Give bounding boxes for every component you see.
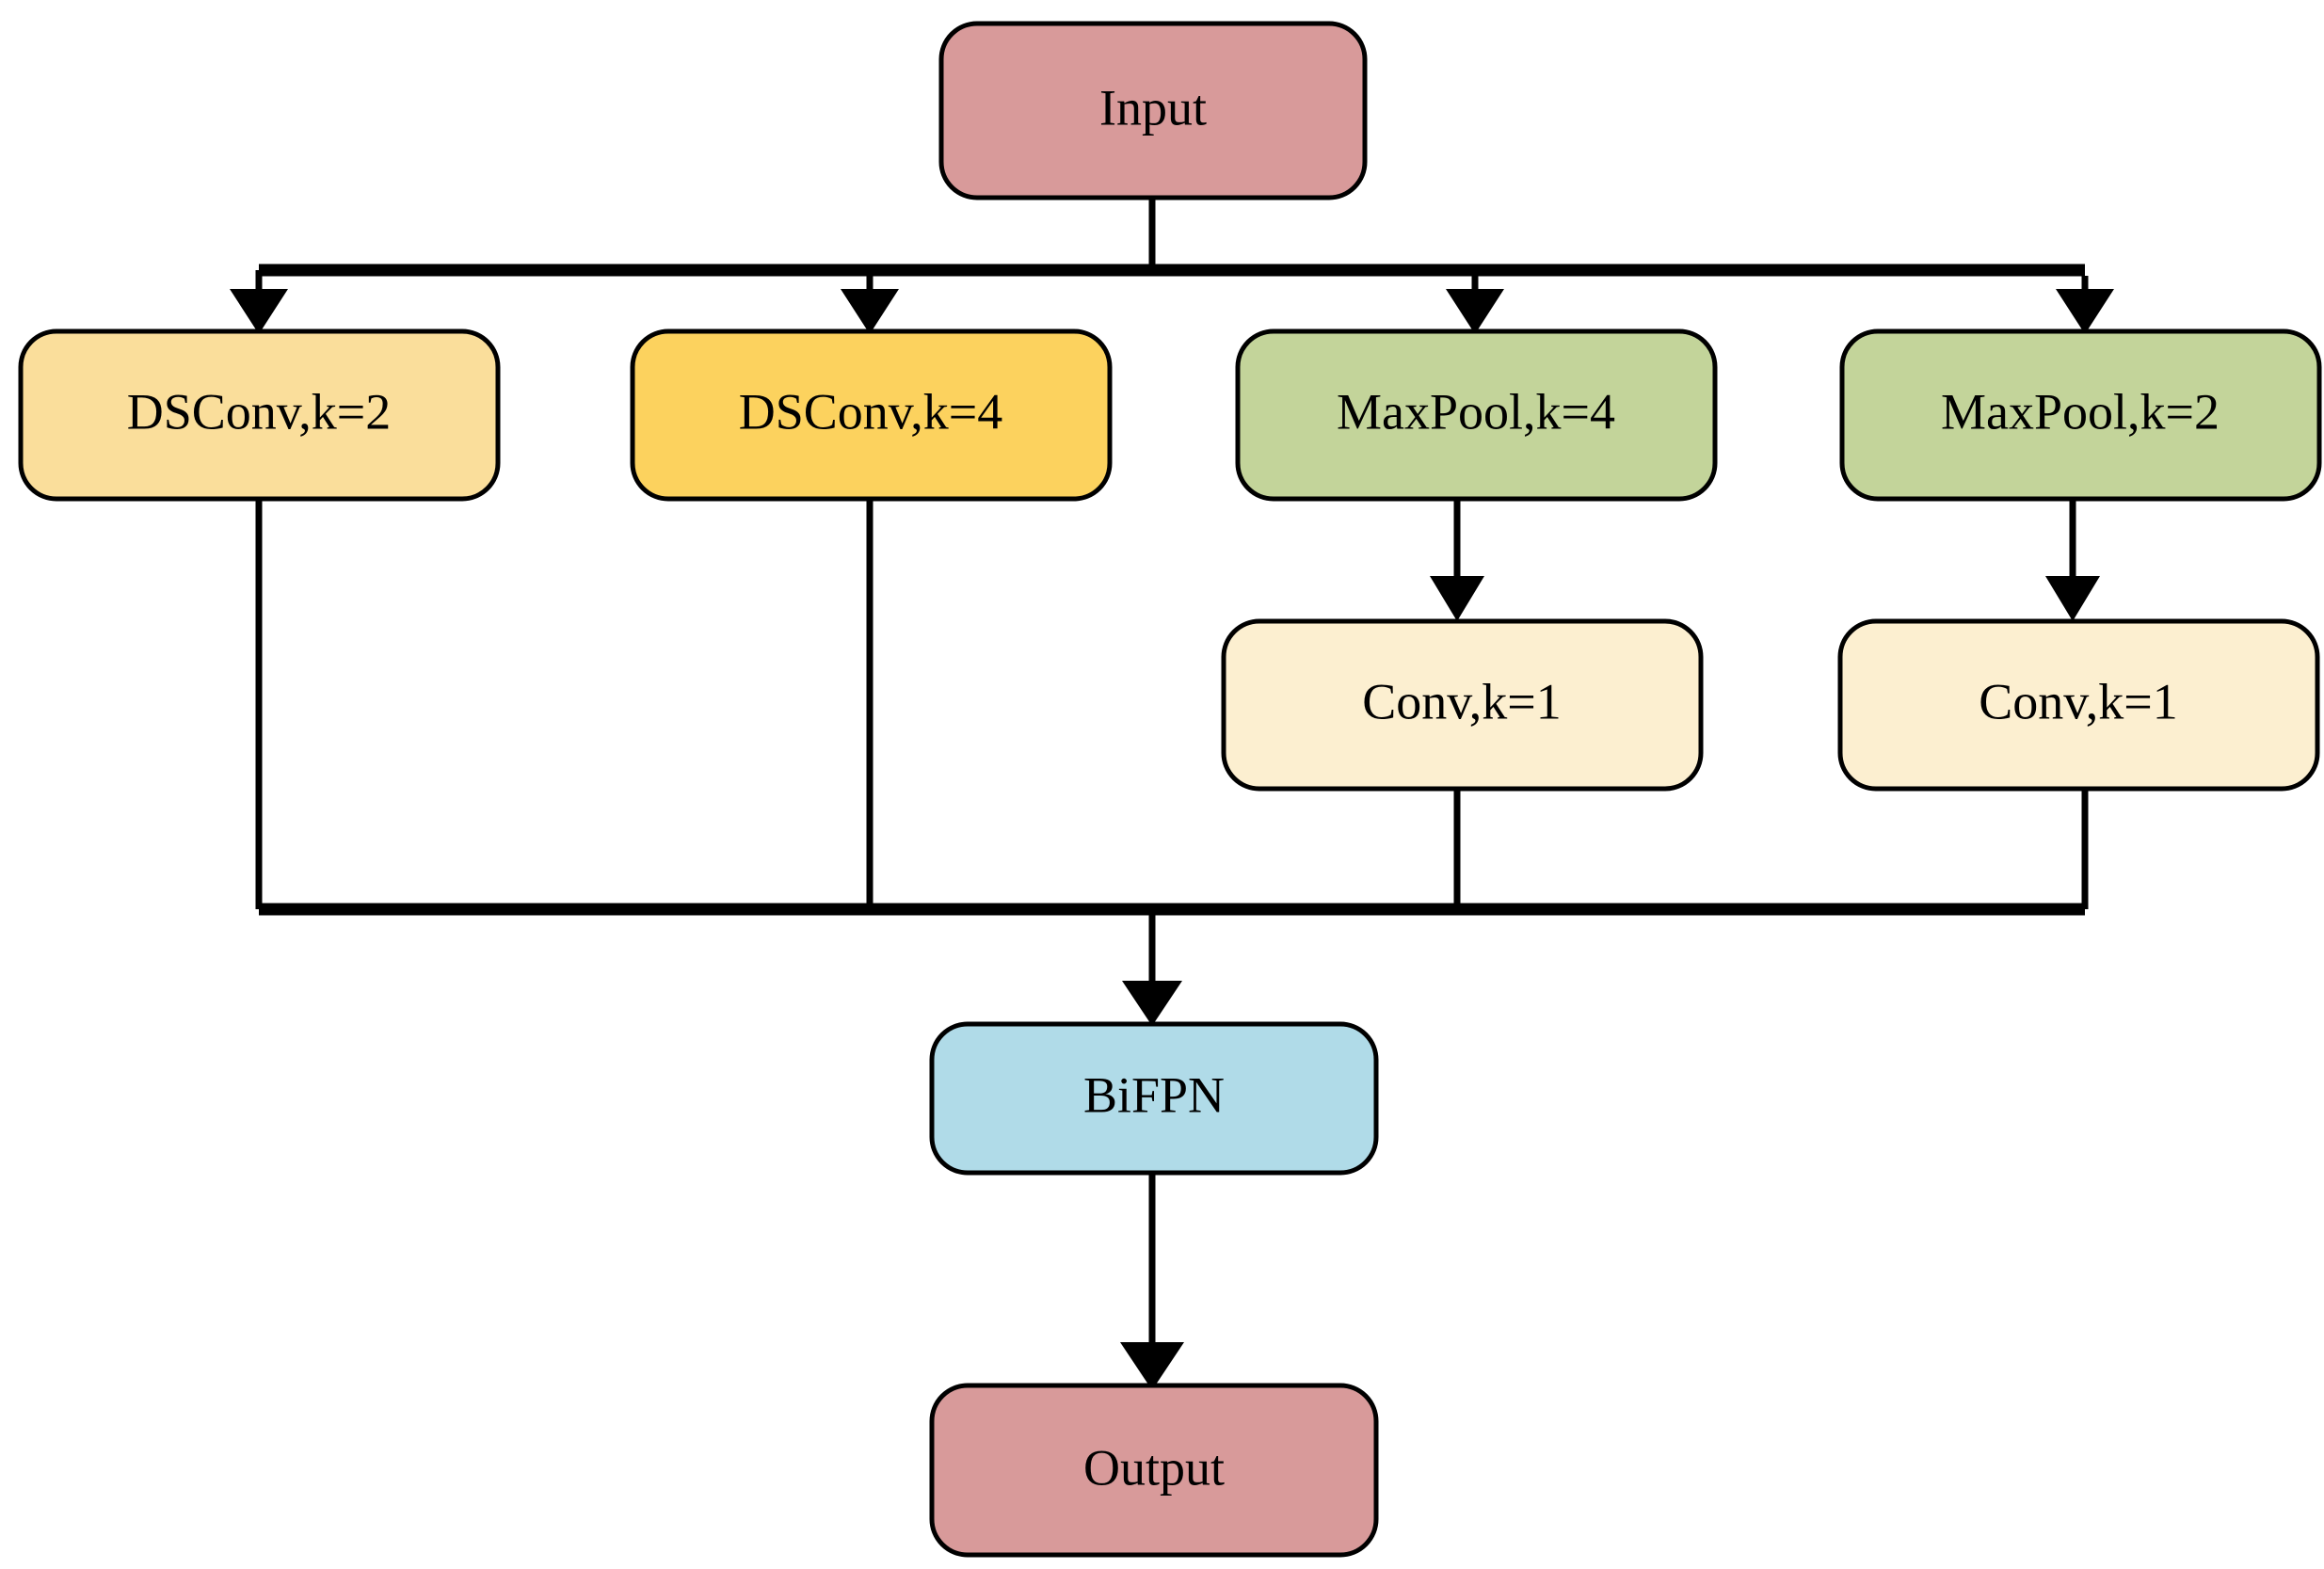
node-maxpool-k4-label: MaxPool,k=4 (1337, 383, 1615, 440)
node-bifpn[interactable]: BiFPN (929, 1021, 1379, 1176)
arrowhead-conv-right (2045, 576, 2100, 621)
node-bifpn-label: BiFPN (1083, 1066, 1225, 1123)
node-output-shape[interactable] (929, 1383, 1379, 1558)
node-dsconv-k4-label: DSConv,k=4 (739, 383, 1003, 440)
arrowhead-maxpool-k2 (2056, 289, 2114, 334)
arrowhead-output (1120, 1342, 1184, 1390)
arrowhead-dsconv-k2 (230, 289, 288, 334)
node-dsconv-k4[interactable]: DSConv,k=4 (630, 328, 1113, 502)
arrowhead-maxpool-k4 (1446, 289, 1504, 334)
node-output-label: Output (1083, 1439, 1225, 1496)
node-dsconv-k2[interactable]: DSConv,k=2 (18, 328, 501, 502)
node-dsconv-k4-shape[interactable] (630, 328, 1113, 502)
node-maxpool-k2-shape[interactable] (1839, 328, 2322, 502)
node-input-label: Input (1099, 79, 1207, 136)
node-bifpn-shape[interactable] (929, 1021, 1379, 1176)
node-input[interactable]: Input (938, 21, 1368, 200)
node-maxpool-k4[interactable]: MaxPool,k=4 (1235, 328, 1718, 502)
node-maxpool-k2-label: MaxPool,k=2 (1941, 383, 2220, 440)
node-dsconv-k2-label: DSConv,k=2 (127, 383, 392, 440)
node-conv-k1-left[interactable]: Conv,k=1 (1221, 618, 1704, 792)
arrowhead-conv-left (1430, 576, 1484, 621)
node-conv-k1-right[interactable]: Conv,k=1 (1837, 618, 2320, 792)
node-conv-k1-left-shape[interactable] (1221, 618, 1704, 792)
node-conv-k1-right-shape[interactable] (1837, 618, 2320, 792)
arrowhead-bifpn (1122, 981, 1182, 1026)
node-input-shape[interactable] (938, 21, 1368, 200)
node-conv-k1-right-label: Conv,k=1 (1979, 673, 2177, 729)
edge-layer (230, 198, 2114, 1390)
node-maxpool-k4-shape[interactable] (1235, 328, 1718, 502)
node-output[interactable]: Output (929, 1383, 1379, 1558)
arrowhead-dsconv-k4 (841, 289, 899, 334)
node-conv-k1-left-label: Conv,k=1 (1362, 673, 1561, 729)
node-maxpool-k2[interactable]: MaxPool,k=2 (1839, 328, 2322, 502)
node-dsconv-k2-shape[interactable] (18, 328, 501, 502)
